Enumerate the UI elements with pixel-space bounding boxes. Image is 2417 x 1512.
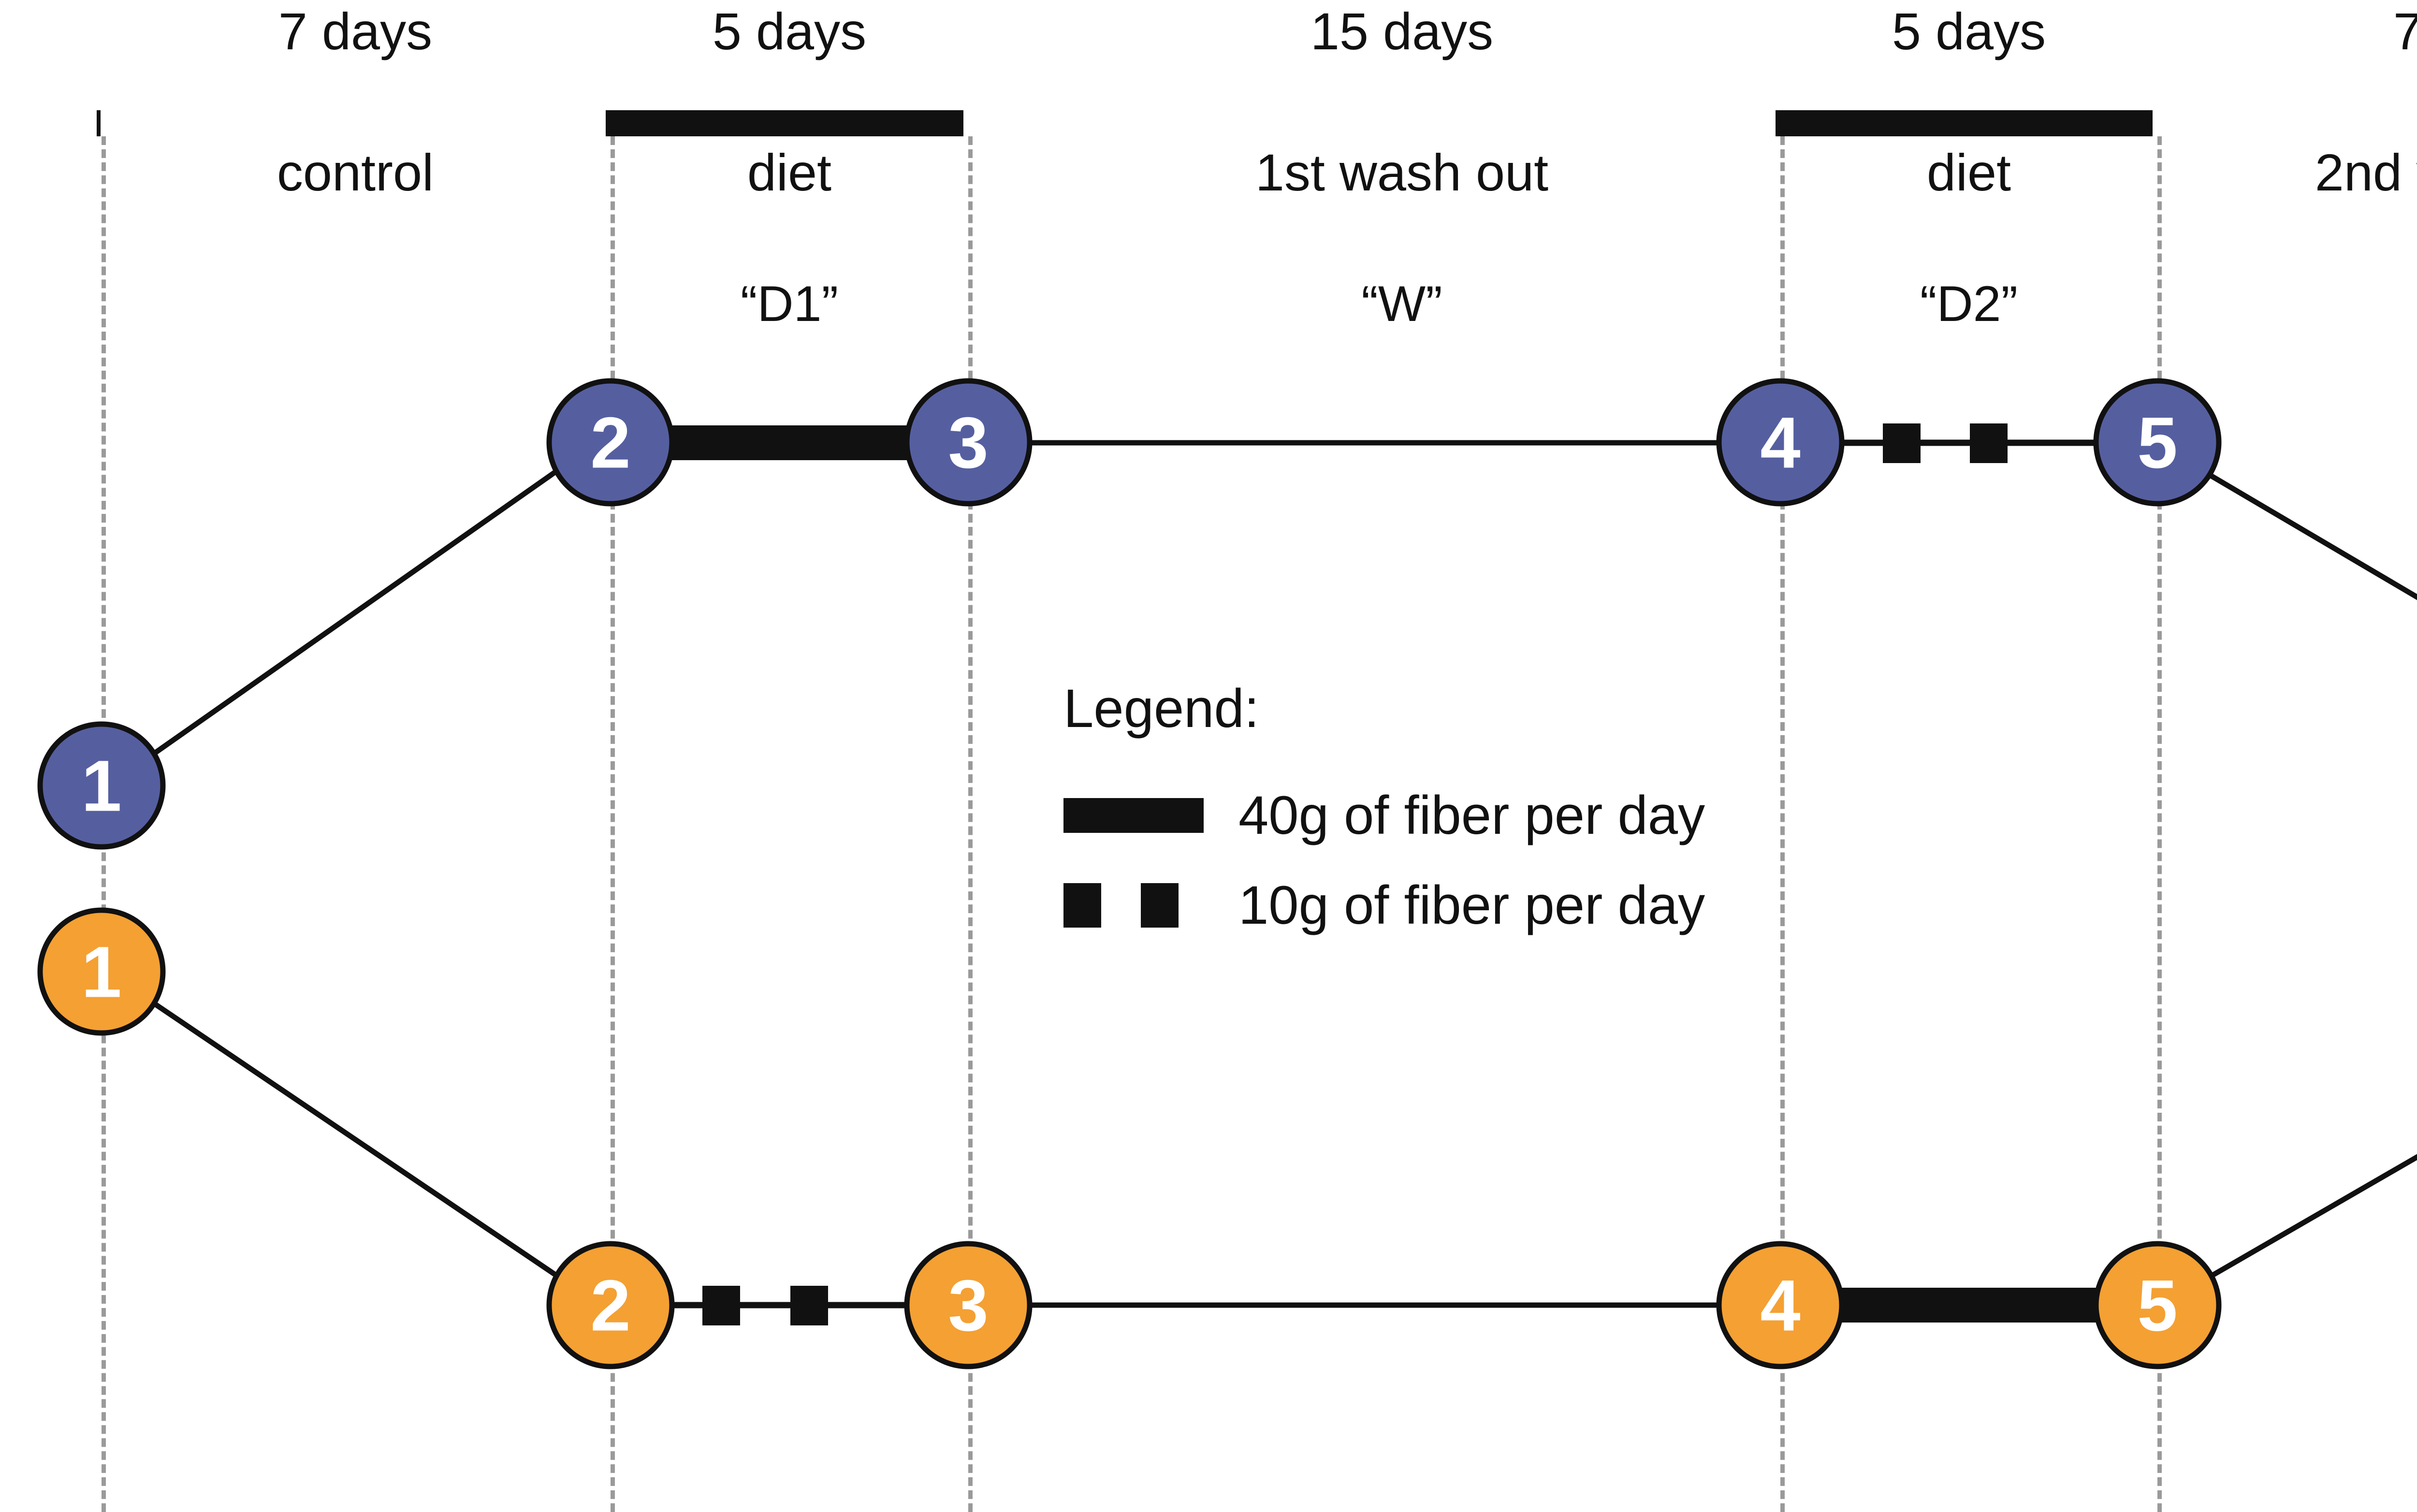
- node-orange-visit-3[interactable]: 3: [904, 1241, 1033, 1369]
- node-orange-visit-4[interactable]: 4: [1716, 1241, 1845, 1369]
- node-orange-visit-1[interactable]: 1: [37, 907, 166, 1036]
- timeline-segment-control: [101, 110, 606, 136]
- node-label: 5: [2137, 402, 2178, 483]
- node-label: 1: [81, 745, 122, 826]
- timeline-segment-washout-1: [963, 110, 1776, 136]
- edge-orange-2-3-dash-2: [790, 1286, 828, 1325]
- node-orange-visit-2[interactable]: 2: [546, 1241, 675, 1369]
- node-label: 2: [590, 1265, 631, 1346]
- node-label: 3: [948, 1265, 989, 1346]
- code-label-w: “W”: [1361, 276, 1442, 332]
- legend-item-40g: 40g of fiber per day: [1063, 784, 1705, 847]
- phase-guide-line-2: [611, 136, 615, 1512]
- node-label: 3: [948, 402, 989, 483]
- phase-label-washout-2: 2nd wash out: [2315, 143, 2417, 202]
- phase-guide-line-5: [2157, 136, 2162, 1512]
- node-label: 4: [1760, 1265, 1801, 1346]
- phase-label-control: control: [277, 143, 434, 202]
- legend-swatch-solid-icon: [1063, 793, 1204, 838]
- edge-orange-5-6: [2203, 1154, 2417, 1282]
- node-blue-visit-1[interactable]: 1: [37, 721, 166, 850]
- node-label: 4: [1760, 402, 1801, 483]
- phase-guide-line-3: [968, 136, 973, 1512]
- phase-label-washout-1: 1st wash out: [1255, 143, 1549, 202]
- legend-title: Legend:: [1063, 678, 1259, 739]
- edge-orange-1-2: [148, 998, 565, 1282]
- duration-label-diet-1: 5 days: [712, 2, 867, 60]
- duration-label-control: 7 days: [278, 2, 433, 60]
- duration-label-diet-2: 5 days: [1892, 2, 2046, 60]
- duration-label-washout-1: 15 days: [1310, 2, 1494, 60]
- study-timeline-bar: [97, 110, 2417, 136]
- node-label: 1: [81, 931, 122, 1012]
- node-blue-visit-4[interactable]: 4: [1716, 378, 1845, 507]
- node-label: 2: [590, 402, 631, 483]
- timeline-segment-washout-2: [2153, 110, 2417, 136]
- edge-blue-4-5-dash-2: [1970, 423, 2008, 463]
- edge-blue-2-3-thick: [657, 425, 921, 460]
- node-label: 5: [2137, 1265, 2178, 1346]
- phase-label-diet-1: diet: [747, 143, 832, 202]
- legend: Legend: 40g of fiber per day 10g of fibe…: [1063, 682, 1705, 964]
- duration-label-washout-2: 7 days: [2393, 2, 2417, 60]
- legend-item-10g: 10g of fiber per day: [1063, 874, 1705, 937]
- timeline-segment-diet-1: [606, 110, 963, 136]
- edge-blue-5-6: [2203, 469, 2417, 600]
- edge-orange-4-5-thick: [1832, 1288, 2103, 1323]
- phase-label-diet-2: diet: [1926, 143, 2011, 202]
- code-label-d2: “D2”: [1920, 276, 2018, 332]
- node-blue-visit-5[interactable]: 5: [2093, 378, 2222, 507]
- phase-guide-line-4: [1780, 136, 1785, 1512]
- node-blue-visit-3[interactable]: 3: [904, 378, 1033, 507]
- timeline-segment-diet-2: [1776, 110, 2153, 136]
- node-blue-visit-2[interactable]: 2: [546, 378, 675, 507]
- edge-orange-2-3-dash-1: [702, 1286, 740, 1325]
- legend-label-10g: 10g of fiber per day: [1238, 875, 1705, 935]
- code-label-d1: “D1”: [740, 276, 839, 332]
- legend-label-40g: 40g of fiber per day: [1238, 785, 1705, 845]
- node-orange-visit-5[interactable]: 5: [2093, 1241, 2222, 1369]
- legend-swatch-dashed-icon: [1063, 883, 1204, 928]
- edge-blue-4-5-dash-1: [1883, 423, 1921, 463]
- edge-blue-1-2: [148, 464, 565, 759]
